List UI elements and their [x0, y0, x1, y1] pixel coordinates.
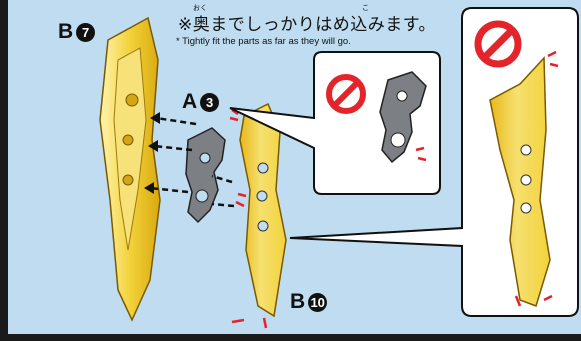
frame-border-left: [0, 0, 8, 341]
label-b10-letter: B: [290, 290, 306, 313]
furigana-oku: おく: [193, 5, 207, 12]
label-a3: A 3: [182, 90, 220, 114]
furigana-ko: こ: [362, 5, 369, 12]
part-b7-shield: [99, 16, 161, 322]
part-b10-bar: [239, 102, 287, 318]
insert-arrow-icon: [148, 140, 158, 152]
insert-arrow-icon: [144, 182, 154, 194]
instruction-note-en: * Tightly fit the parts as far as they w…: [176, 36, 351, 47]
label-a3-letter: A: [182, 90, 198, 113]
label-b10-number: 10: [308, 292, 328, 312]
label-b7-letter: B: [58, 20, 74, 43]
frame-border-bottom: [0, 334, 581, 341]
label-b10: B 10: [290, 290, 328, 314]
insert-arrow-icon: [150, 112, 160, 124]
insert-arrows: [149, 116, 235, 208]
label-b7-number: 7: [76, 22, 96, 42]
callout-bubble-wrong: [229, 51, 441, 195]
label-b7: B 7: [58, 20, 96, 44]
callout-panel-wrong: [289, 7, 579, 317]
prohibited-icon: [326, 74, 366, 114]
emphasis-marks: [229, 108, 268, 329]
prohibited-icon: [474, 20, 522, 68]
part-a3-connector: [185, 127, 226, 224]
label-a3-number: 3: [200, 92, 220, 112]
instruction-note-jp: ※奥までしっかりはめ込みます。: [178, 15, 437, 35]
